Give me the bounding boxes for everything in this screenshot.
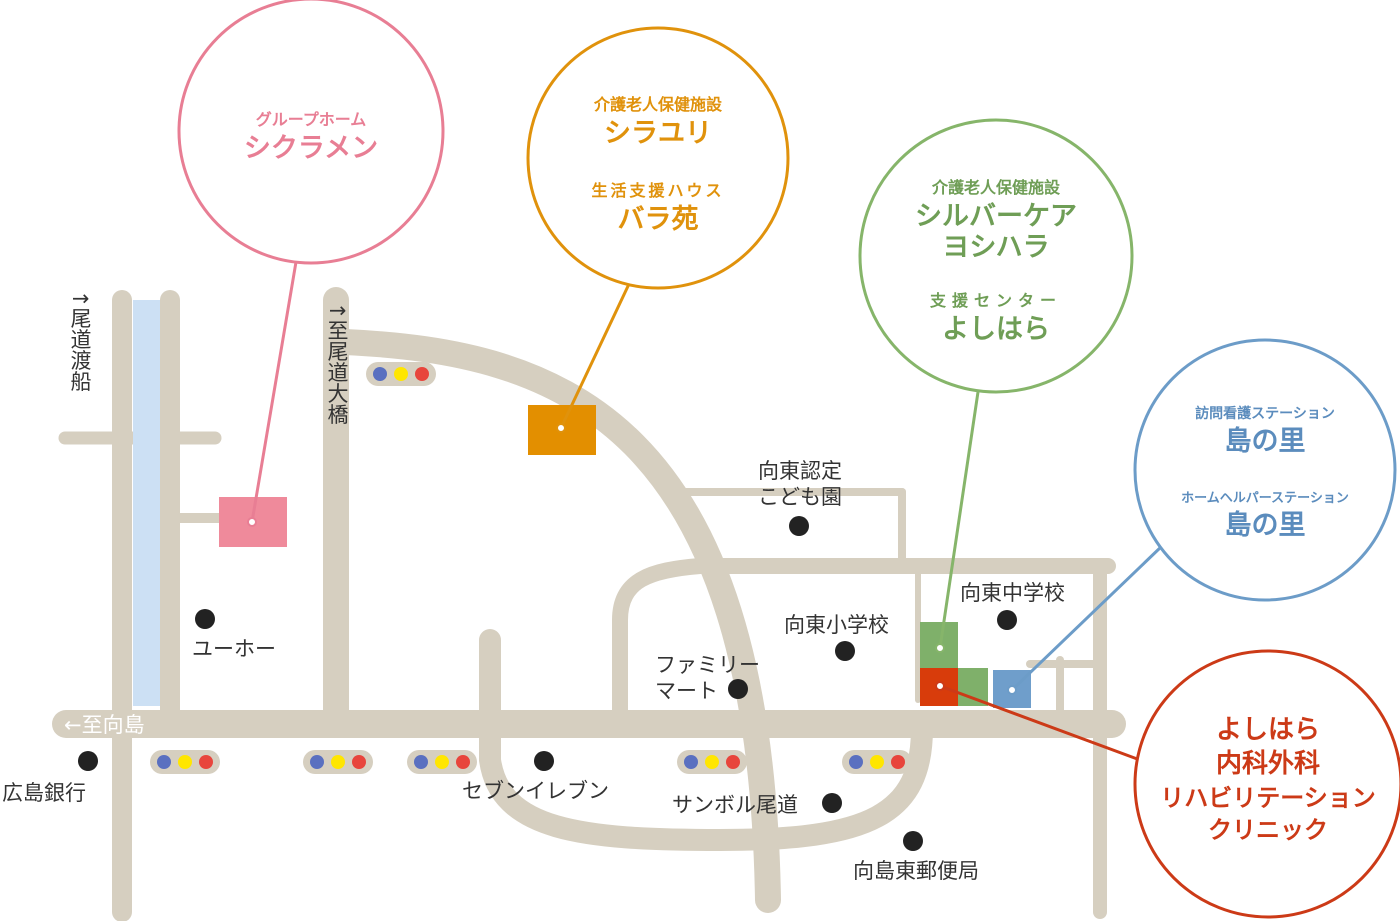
label-mukaishima: ←至向島 <box>64 713 145 737</box>
silver-title2: よしはら <box>942 314 1050 345</box>
road-loop <box>479 629 933 852</box>
traffic-signal <box>150 750 220 774</box>
label-family-mart-1: ファミリー <box>655 653 760 677</box>
shirayuri-title1: シラユリ <box>604 118 712 149</box>
traffic-signals <box>150 362 912 774</box>
label-kodomoen-1: 向東認定 <box>758 459 842 483</box>
clinic-line1: よしはら <box>1216 715 1320 745</box>
clinic-line2: 内科外科 <box>1216 749 1320 779</box>
leader-shimanosato <box>1010 544 1164 692</box>
road-familymart <box>612 558 1116 728</box>
label-bridge: ↑至尾道大橋 <box>325 302 349 425</box>
dot-elementary <box>835 641 855 661</box>
road-network <box>52 287 1126 921</box>
silver-title1a: シルバーケア <box>915 201 1077 232</box>
river <box>133 300 160 706</box>
leader-cyclamen <box>250 261 298 523</box>
label-kodomoen-2: こども園 <box>758 485 842 509</box>
silver-title1b: ヨシハラ <box>942 232 1049 263</box>
label-ferry: ↑尾道渡船 <box>68 290 92 392</box>
label-family-mart-2: マート <box>655 679 718 703</box>
traffic-signal <box>407 750 477 774</box>
label-yuho: ユーホー <box>192 637 276 661</box>
shimanosato-title1: 島の里 <box>1225 426 1306 457</box>
leader-clinic <box>939 684 1141 762</box>
leader-end-shimanosato <box>1007 685 1017 695</box>
cyclamen-subtitle: グループホーム <box>256 110 367 129</box>
traffic-signal <box>303 750 373 774</box>
callout-clinic <box>1133 649 1400 919</box>
leader-end-silver <box>935 643 945 653</box>
clinic-line3: リハビリテーション <box>1160 784 1376 812</box>
leader-end-clinic <box>935 681 945 691</box>
traffic-signal <box>366 362 436 386</box>
dot-hiroshima-bank <box>78 751 98 771</box>
label-elementary: 向東小学校 <box>784 613 889 637</box>
dot-kodomoen <box>789 516 809 536</box>
label-hiroshima-bank: 広島銀行 <box>2 781 86 805</box>
shirayuri-title2: バラ苑 <box>618 204 699 235</box>
label-post-office: 向島東郵便局 <box>853 859 979 883</box>
callout-shirayuri <box>526 26 790 290</box>
dot-sunbol <box>822 793 842 813</box>
silver-sub1: 介護老人保健施設 <box>931 178 1061 197</box>
label-sunbol: サンボル尾道 <box>672 793 798 817</box>
dot-seven-eleven <box>534 751 554 771</box>
dot-family-mart <box>728 679 748 699</box>
dot-junior-high <box>997 610 1017 630</box>
marker-support-center[interactable] <box>958 668 988 706</box>
cyclamen-title: シクラメン <box>244 133 378 164</box>
dot-yuho <box>195 609 215 629</box>
shirayuri-sub2: 生活支援ハウス <box>591 181 724 200</box>
leader-end-shirayuri <box>556 423 566 433</box>
shimanosato-sub1: 訪問看護ステーション <box>1195 405 1335 422</box>
shirayuri-sub1: 介護老人保健施設 <box>593 95 723 114</box>
leader-silver <box>938 391 980 649</box>
silver-sub2: 支援センター <box>929 291 1062 310</box>
clinic-line4: クリニック <box>1208 816 1328 844</box>
shimanosato-title2: 島の里 <box>1225 510 1306 541</box>
dot-post-office <box>903 831 923 851</box>
callout-silver <box>858 118 1134 394</box>
callout-cyclamen <box>177 0 445 265</box>
callout-shimanosato <box>1133 338 1397 602</box>
shimanosato-sub2: ホームヘルパーステーション <box>1181 491 1349 506</box>
leader-shirayuri <box>559 283 631 429</box>
label-junior-high: 向東中学校 <box>960 581 1065 605</box>
label-seven-eleven: セブンイレブン <box>462 779 609 803</box>
leader-end-cyclamen <box>247 517 257 527</box>
traffic-signal <box>677 750 747 774</box>
traffic-signal <box>842 750 912 774</box>
landmark-dots <box>78 516 1017 851</box>
